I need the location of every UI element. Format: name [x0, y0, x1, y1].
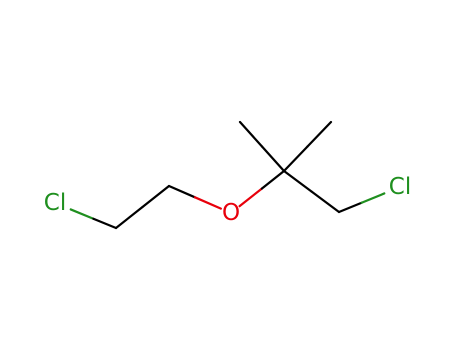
bond-c1-c2	[114, 184, 171, 230]
bond-c6-cl2	[337, 192, 386, 214]
atom-label-o1: O	[222, 200, 240, 226]
bond-o1-c3	[238, 169, 286, 208]
atom-label-cl1: Cl	[44, 190, 66, 216]
bonds	[69, 120, 386, 230]
atom-label-cl2: Cl	[389, 174, 411, 200]
bond-cl1-c1	[69, 208, 118, 230]
bond-c3-c5	[282, 120, 333, 173]
bond-c3-c4	[238, 120, 286, 173]
bond-c3-c6	[282, 169, 341, 214]
bond-c2-o1	[167, 184, 223, 210]
